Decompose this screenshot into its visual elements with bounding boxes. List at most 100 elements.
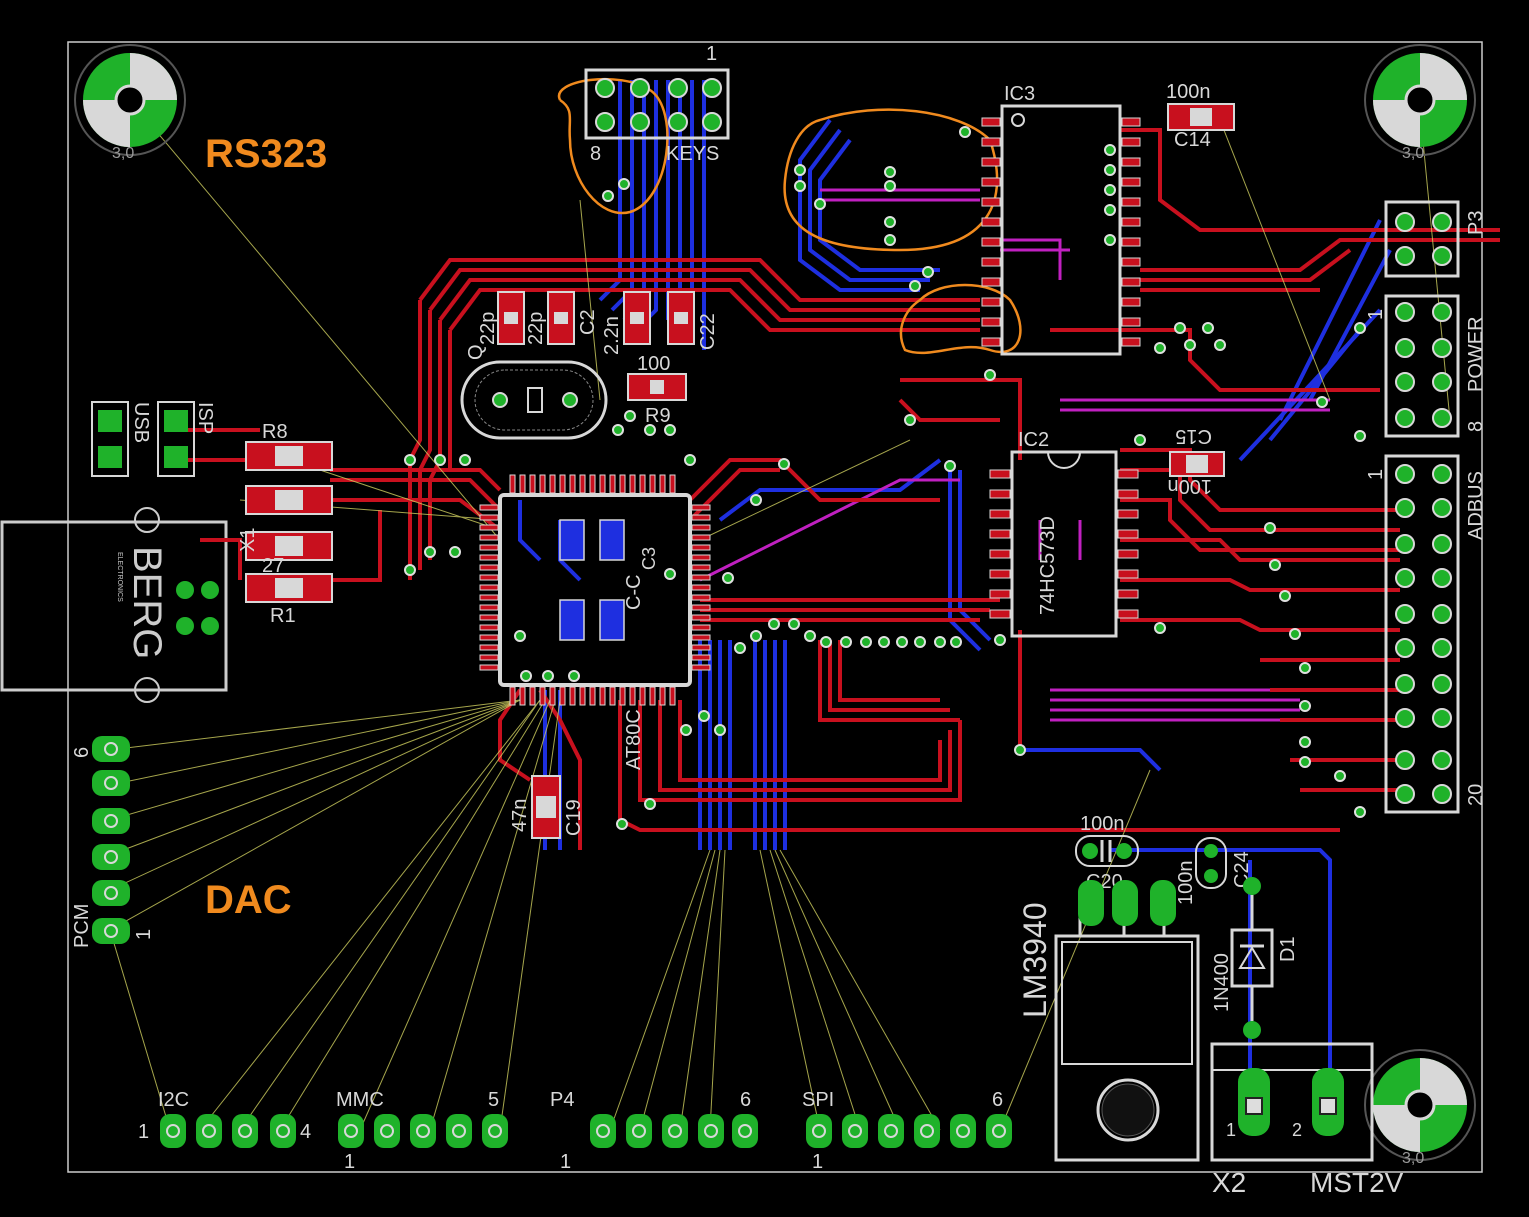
mounting-hole-br: 3,0: [1364, 1049, 1476, 1167]
power-pin-first: 1: [1365, 309, 1387, 320]
r1-name: R1: [270, 605, 296, 627]
adbus-header: ADBUS 1 20: [1365, 454, 1487, 814]
mounting-hole-tr: 3,0: [1364, 44, 1476, 162]
berg-sublabel: ELECTRONICS: [116, 552, 123, 602]
adbus-pin-last: 20: [1465, 784, 1487, 806]
d1-name: D1: [1277, 936, 1299, 962]
svg-text:3,0: 3,0: [1402, 1150, 1424, 1167]
spi-header: SPI 1 6: [802, 1089, 1012, 1173]
p4-header: P4 1 6: [550, 1089, 758, 1173]
c15-name: C15: [1175, 425, 1212, 447]
mmc-label: MMC: [336, 1089, 384, 1111]
r9-name: R9: [645, 405, 671, 427]
pcm-label: PCM: [71, 904, 93, 948]
power-label: POWER: [1465, 316, 1487, 392]
mounting-hole-tl: 3,0: [74, 44, 186, 162]
inner-copper-traces: [699, 188, 1330, 722]
r8-name: R8: [262, 421, 288, 443]
pcm-pin-last: 6: [71, 747, 93, 758]
mmc-pin-last: 5: [488, 1089, 499, 1111]
c2-name: C2: [577, 309, 599, 335]
spi-label: SPI: [802, 1089, 834, 1111]
vias: [404, 126, 1366, 830]
x2-name: X2: [1212, 1167, 1246, 1198]
ic3-name: IC3: [1004, 83, 1035, 105]
r1-value: 27: [262, 555, 284, 577]
p3-header: P3: [1384, 200, 1487, 278]
c15: C15 100n: [1168, 425, 1225, 497]
power-pin-last: 8: [1465, 421, 1487, 432]
i2c-header: I2C 1 4: [138, 1089, 311, 1148]
pcm-pin-first: 1: [133, 929, 155, 940]
svg-text:3,0: 3,0: [1402, 145, 1424, 162]
mmc-header: MMC 1 5: [336, 1089, 508, 1173]
c19: 47n C19: [509, 775, 585, 839]
x2-pin-2: 2: [1292, 1120, 1302, 1140]
berg-label: BERG: [125, 546, 169, 659]
resistor-array-left: R8 27 R1 X1: [237, 421, 333, 627]
lm3940: LM3940: [1017, 880, 1200, 1162]
c20: 100n C20: [1075, 813, 1139, 893]
c24-value: 100n: [1175, 861, 1197, 906]
p4-label: P4: [550, 1089, 574, 1111]
svg-text:3,0: 3,0: [112, 145, 134, 162]
ic2-name: IC2: [1018, 429, 1049, 451]
c22-name: C22: [697, 313, 719, 350]
cq-name: Q: [465, 344, 487, 360]
ic2: IC2 74HC573D: [989, 429, 1139, 638]
c14-name: C14: [1174, 129, 1211, 151]
adbus-label: ADBUS: [1465, 471, 1487, 540]
c2-value: 22p: [525, 312, 547, 345]
crystal-q: [460, 360, 608, 440]
r9-value: 100: [637, 353, 670, 375]
cq-value: 22p: [477, 312, 499, 345]
ic1-value: AT80C: [623, 709, 645, 770]
mmc-pin-first: 1: [344, 1151, 355, 1173]
c15-value: 100n: [1168, 475, 1213, 497]
c22-value: 2.2n: [601, 316, 623, 355]
p4-pin-last: 6: [740, 1089, 751, 1111]
ic2-value: 74HC573D: [1037, 516, 1059, 615]
i2c-label: I2C: [158, 1089, 189, 1111]
board-outline: [67, 41, 1483, 1173]
ic3: IC3: [981, 83, 1141, 356]
airwires: [109, 99, 1451, 1131]
power-header: POWER 1 8: [1365, 294, 1487, 438]
ic1-qfp: AT80C C-C C3: [479, 474, 711, 770]
i2c-pin-last: 4: [300, 1121, 311, 1143]
keys-label: KEYS: [666, 143, 719, 165]
dac-annotation: DAC: [205, 878, 292, 922]
lm3940-name: LM3940: [1017, 902, 1053, 1018]
p3-label: P3: [1465, 211, 1487, 235]
x2-value: MST2V: [1310, 1167, 1404, 1198]
spi-pin-first: 1: [812, 1151, 823, 1173]
d1-value: 1N400: [1211, 953, 1233, 1012]
usb-connector: USB: [91, 401, 152, 477]
c19-value: 47n: [509, 799, 531, 832]
c20-value: 100n: [1080, 813, 1125, 835]
berg-connector: BERG ELECTRONICS: [0, 507, 228, 703]
keys-pin-first: 1: [706, 43, 717, 65]
ic1-label: C-C: [623, 574, 645, 610]
i2c-pin-first: 1: [138, 1121, 149, 1143]
isp-label: ISP: [194, 402, 216, 434]
c19-name: C19: [563, 799, 585, 836]
keys-pin-last: 8: [590, 143, 601, 165]
c14-value: 100n: [1166, 81, 1211, 103]
adbus-pin-first: 1: [1365, 469, 1387, 480]
spi-pin-last: 6: [992, 1089, 1003, 1111]
ic1-label-b: C3: [639, 547, 659, 570]
x2-terminal: 1 2 X2 MST2V: [1210, 1042, 1404, 1198]
c14: 100n C14: [1166, 81, 1235, 151]
p4-pin-first: 1: [560, 1151, 571, 1173]
rs323-annotation: RS323: [205, 132, 327, 176]
keys-header: KEYS 1 8: [584, 43, 730, 165]
pcm-header: PCM 6 1: [71, 736, 155, 948]
smd-caps-top: Q 22p C2 22p 2.2n C22 100 R9: [465, 291, 719, 427]
d1: 1N400 D1: [1211, 877, 1299, 1039]
berg-pads: [176, 581, 219, 635]
usb-label: USB: [130, 402, 152, 443]
x2-pin-1: 1: [1226, 1120, 1236, 1140]
isp-connector: ISP: [157, 401, 216, 477]
x1-name: X1: [237, 528, 259, 552]
